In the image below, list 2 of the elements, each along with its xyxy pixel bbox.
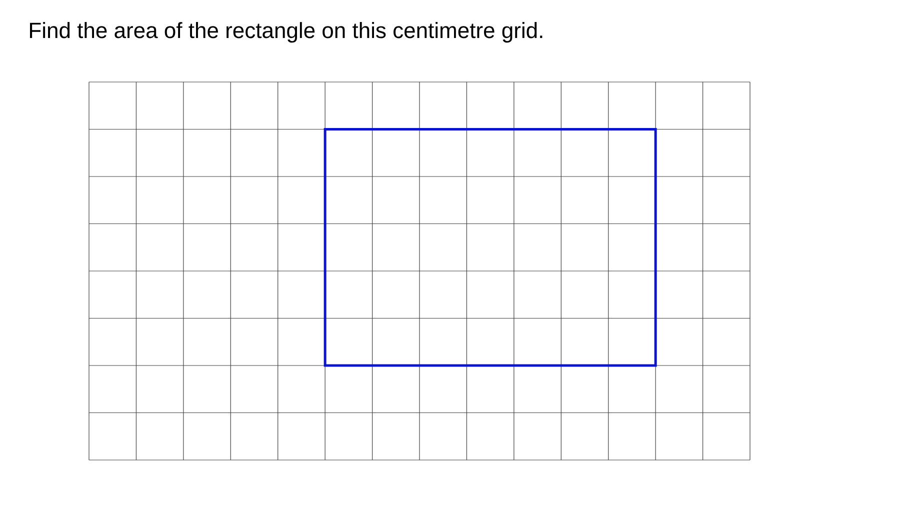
- title: Find the area of the rectangle on this centimetre grid.: [30, 22, 542, 43]
- rectangle: [324, 128, 657, 367]
